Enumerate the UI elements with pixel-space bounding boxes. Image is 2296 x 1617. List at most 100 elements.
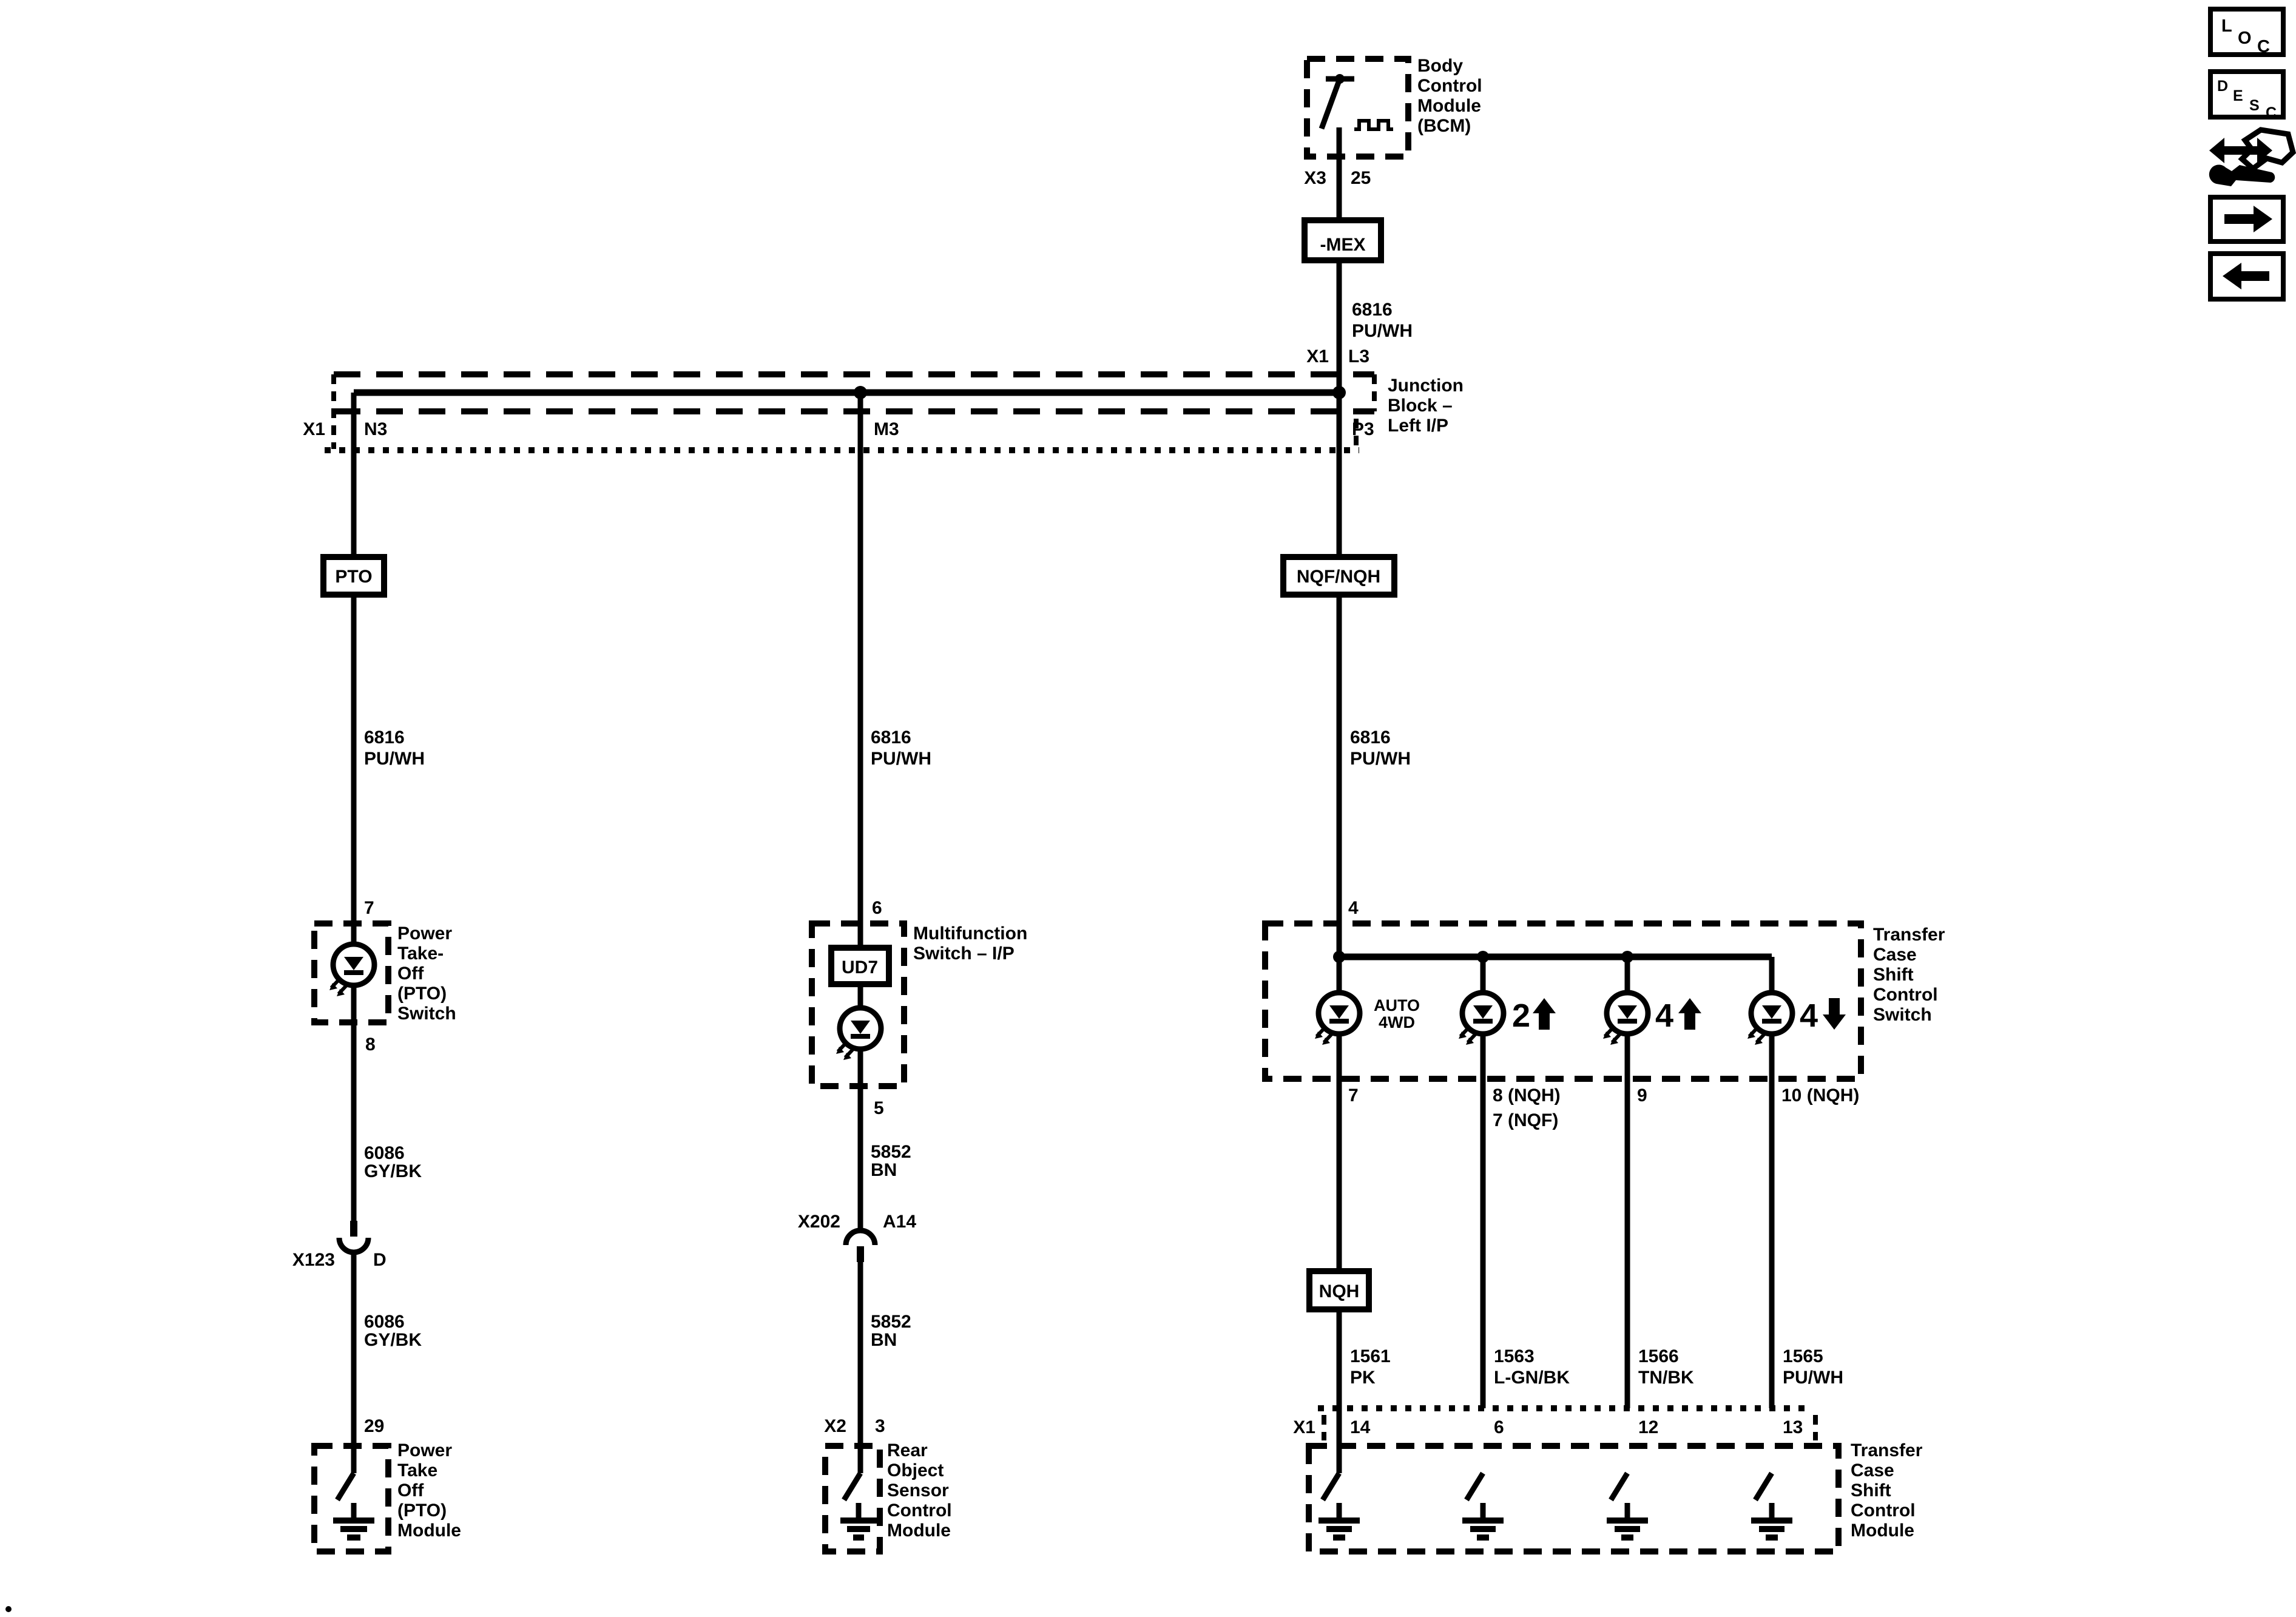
- led-gear-number: 2: [1512, 998, 1530, 1034]
- transfer-case-module-box: [1306, 1443, 1842, 1555]
- led-emission-arrow-head: [1610, 1038, 1618, 1045]
- wire-color-label: TN/BK: [1638, 1368, 1694, 1388]
- fuse-label-mex: -MEX: [1320, 235, 1366, 255]
- led-emission-arrow-head: [1466, 1038, 1474, 1045]
- jb-x1-label: X1: [303, 419, 325, 439]
- led-emission-arrow-head: [337, 989, 345, 996]
- ud7-option-box: [828, 945, 892, 987]
- tc-module-name-line: Control: [1851, 1501, 1916, 1521]
- double-arrow-left-head: [2209, 138, 2224, 163]
- back-button-frame[interactable]: [2208, 251, 2286, 302]
- wire-circuit-label: 1566: [1638, 1346, 1679, 1366]
- desc-letter: E: [2233, 87, 2243, 104]
- inline-connector-pin: [350, 1221, 357, 1237]
- tc-module-name-line: Module: [1851, 1521, 1914, 1541]
- multifunction-branch: 6816 PU/WH 6 UD7 Multifunction Switch – …: [798, 393, 1027, 1555]
- pin-label: 12: [1638, 1417, 1658, 1437]
- wire-circuit-label: 5852: [871, 1142, 911, 1162]
- module-connector-label: X1: [1293, 1417, 1315, 1437]
- module-switch-blade: [335, 1471, 356, 1502]
- transfer-case-branch: NQF/NQH 6816 PU/WH 4 AUTO 4WD 2: [1262, 393, 1945, 1555]
- pin-label-alt: 7 (NQF): [1493, 1110, 1558, 1130]
- loc-letter: C: [2257, 37, 2270, 56]
- pto-module-box: [311, 1443, 391, 1555]
- loc-letter: L: [2221, 16, 2232, 36]
- pto-module-name-line: Take: [397, 1460, 437, 1480]
- wrench-outline-icon: [2238, 127, 2296, 172]
- pin-label: 7: [1348, 1085, 1359, 1106]
- tc-switch-name-line: Transfer: [1873, 925, 1945, 945]
- pto-branch: PTO 6816 PU/WH 7 Power Take- Off (PTO) S…: [292, 393, 461, 1555]
- tc-switch-name-line: Control: [1873, 985, 1938, 1005]
- jb-name-line: Block –: [1388, 396, 1453, 416]
- desc-button-frame[interactable]: [2208, 69, 2286, 120]
- led-gear-number: 4: [1655, 998, 1673, 1034]
- wire-color-label: PU/WH: [1350, 749, 1411, 769]
- bcm-name-line: Body: [1417, 56, 1463, 76]
- nqh-rpo-label: NQH: [1319, 1281, 1360, 1301]
- transfer-case-switch-box: [1262, 920, 1864, 1082]
- led-diode-triangle: [1762, 1005, 1781, 1019]
- jb-connector-label: X1: [1306, 346, 1329, 366]
- led-emission-arrow-head: [1755, 1038, 1763, 1045]
- bcm-name-line: Module: [1417, 96, 1481, 116]
- pto-switch-name-line: Take-: [397, 944, 444, 964]
- bcm-section: Body Control Module (BCM) X3 25 -MEX 681…: [1302, 56, 1482, 393]
- forward-button[interactable]: [2208, 195, 2286, 244]
- led-diode-triangle: [1329, 1005, 1349, 1019]
- desc-letter: C: [2266, 104, 2277, 121]
- wire-color-label: PU/WH: [871, 749, 931, 769]
- pin-label: 29: [364, 1416, 384, 1436]
- pto-module-name-line: Module: [397, 1521, 461, 1541]
- led-emission-arrow-head: [836, 1047, 844, 1054]
- nqf-nqh-rpo-label: NQF/NQH: [1297, 567, 1380, 587]
- desc-letter: D: [2217, 78, 2228, 95]
- pto-module-name-line: (PTO): [397, 1501, 447, 1521]
- tc-module-name-line: Transfer: [1851, 1440, 1923, 1460]
- led-diode-triangle: [851, 1021, 870, 1034]
- left-arrow-icon: [2241, 271, 2269, 281]
- jb-terminal-m3: M3: [874, 419, 899, 439]
- schematic-reference-icon[interactable]: [2209, 127, 2296, 186]
- wire-circuit-label: 6086: [364, 1312, 405, 1332]
- tc-module-name-line: Case: [1851, 1460, 1894, 1480]
- desc-button[interactable]: D E S C: [2208, 69, 2286, 121]
- pin-label: 6: [1494, 1417, 1504, 1437]
- pto-switch-name-line: Off: [397, 964, 424, 984]
- pto-switch-name-line: (PTO): [397, 984, 447, 1004]
- right-arrow-head: [2254, 206, 2272, 232]
- led-gear-number: 4: [1800, 998, 1818, 1034]
- rear-object-module-name-line: Module: [887, 1521, 951, 1541]
- bcm-connector-label: X3: [1304, 168, 1326, 188]
- pto-switch-name-line: Switch: [397, 1004, 456, 1024]
- led-emission-arrow-head: [329, 983, 337, 990]
- desc-letter: S: [2249, 97, 2260, 114]
- bcm-name-line: (BCM): [1417, 116, 1471, 136]
- wire-color-label: L-GN/BK: [1494, 1368, 1570, 1388]
- junction-block-section: X1 N3 M3 P3 Junction Block – Left I/P: [303, 371, 1464, 453]
- wire-circuit-label: 6816: [1352, 300, 1393, 320]
- tc-module-name-line: Shift: [1851, 1480, 1891, 1501]
- wire-circuit-label: 6086: [364, 1143, 405, 1163]
- wire-color-label: GY/BK: [364, 1330, 422, 1350]
- wire-circuit-label: 1563: [1494, 1346, 1535, 1366]
- back-button[interactable]: [2208, 251, 2286, 302]
- connector-name-label: X202: [798, 1212, 840, 1232]
- wire-circuit-label: 6816: [871, 727, 911, 748]
- module-switch-blade: [1609, 1471, 1630, 1502]
- led-emission-arrow-head: [1315, 1031, 1323, 1039]
- fuse-box-mex: [1302, 217, 1384, 263]
- pto-switch-box: [311, 920, 391, 1025]
- loc-button-frame[interactable]: [2208, 7, 2286, 57]
- ud7-option-label: UD7: [842, 957, 878, 977]
- loc-button[interactable]: L O C: [2208, 7, 2286, 57]
- wire-color-label: BN: [871, 1330, 897, 1350]
- connector-name-label: X123: [292, 1250, 335, 1270]
- pin-label: 8 (NQH): [1493, 1085, 1561, 1106]
- nqf-nqh-rpo-box: [1280, 554, 1397, 598]
- jb-pin-label: L3: [1348, 346, 1369, 366]
- inline-connector-socket: [843, 1227, 878, 1246]
- led-caption: AUTO: [1374, 996, 1420, 1014]
- pto-module-name-line: Off: [397, 1480, 424, 1501]
